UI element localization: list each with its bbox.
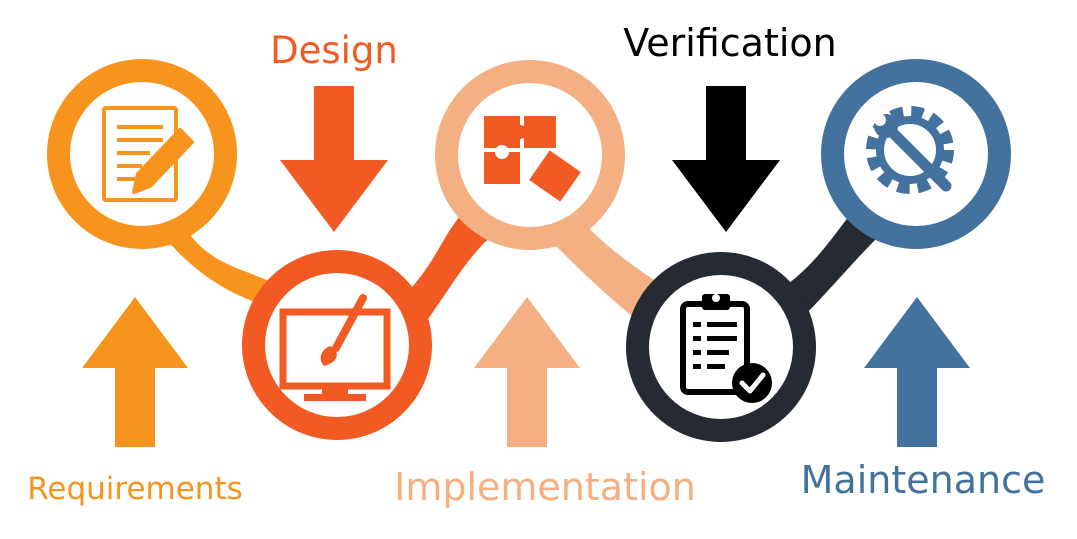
label-implementation: Implementation bbox=[394, 465, 696, 509]
arrow-up-requirements bbox=[82, 297, 188, 447]
puzzle-pieces-icon bbox=[484, 116, 581, 202]
connector-design-implementation bbox=[400, 205, 500, 330]
label-requirements: Requirements bbox=[27, 471, 243, 507]
connector-verification-maintenance bbox=[780, 215, 880, 320]
stage-design bbox=[242, 250, 432, 440]
document-pencil-icon bbox=[102, 106, 194, 202]
label-maintenance: Maintenance bbox=[801, 458, 1046, 502]
arrow-down-design bbox=[280, 86, 388, 232]
stage-verification bbox=[626, 252, 816, 442]
label-verification: Verification bbox=[623, 21, 837, 65]
stage-implementation bbox=[435, 60, 625, 250]
gear-wrench-icon bbox=[866, 106, 954, 194]
stage-maintenance bbox=[821, 59, 1011, 249]
label-design: Design bbox=[270, 29, 398, 72]
stage-requirements bbox=[47, 59, 237, 249]
arrow-up-maintenance bbox=[864, 297, 970, 447]
arrow-up-implementation bbox=[474, 297, 580, 447]
arrow-down-verification bbox=[672, 86, 780, 232]
clipboard-check-icon bbox=[680, 294, 772, 403]
monitor-brush-icon bbox=[279, 294, 391, 401]
